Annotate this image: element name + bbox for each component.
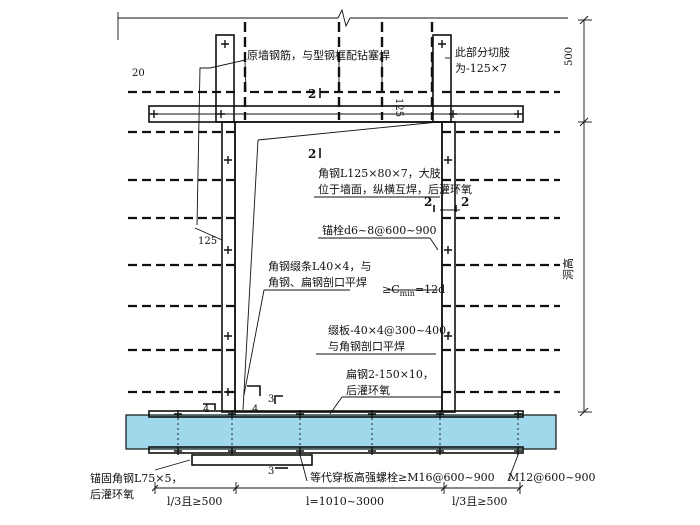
bottom-dimension <box>151 482 524 494</box>
label-flat-steel-1: 扁钢2-150×10， <box>346 368 434 381</box>
label-flat-steel-2: 后灌环氧 <box>346 383 390 397</box>
dim-right-text: l/3且≥500 <box>452 495 507 508</box>
label-batten-2: 角钢、扁钢剖口平焊 <box>268 275 367 289</box>
label-dim-125-left: 125 <box>198 236 217 247</box>
label-cut-leg-1: 此部分切肢 <box>455 45 510 59</box>
right-dimension <box>578 15 592 417</box>
label-cmin-sub: min <box>400 289 415 298</box>
bottom-dimension-texts: l/3且≥500 l=1010~3000 l/3且≥500 <box>167 495 507 508</box>
annotation-texts: 原墙钢筋，与型钢框配钻塞焊 此部分切肢 为-125×7 角钢L125×80×7，… <box>90 45 595 501</box>
bolt-marks <box>150 40 522 396</box>
section-4-right: 4 <box>252 404 258 415</box>
section-3-top: 3 <box>268 394 274 405</box>
section-2-top: 2 <box>308 87 316 101</box>
label-dim-500: 500 <box>564 47 575 66</box>
wall-rebars <box>128 90 560 394</box>
label-original-rebar: 原墙钢筋，与型钢框配钻塞焊 <box>247 48 390 62</box>
section-2-mid: 2 <box>308 147 316 161</box>
label-dim-125-top: 125 <box>393 98 404 117</box>
section-3-bottom: 3 <box>268 466 274 477</box>
section-cut-marks <box>203 88 457 469</box>
label-dim-20: 20 <box>132 68 145 79</box>
section-2-right-a: 2 <box>424 195 432 209</box>
dim-center-text: l=1010~3000 <box>306 495 384 508</box>
label-plate-2: 与角钢剖口平焊 <box>328 339 405 353</box>
label-anchor-angle-2: 后灌环氧 <box>90 487 134 501</box>
label-angle-main-1: 角钢L125×80×7，大肢 <box>318 166 441 180</box>
top-break-line <box>117 8 568 40</box>
label-angle-main-2: 位于墙面，纵横互焊，后灌环氧 <box>318 182 472 196</box>
label-anchor-angle-1: 锚固角钢L75×5， <box>90 471 183 485</box>
section-4-left: 4 <box>203 404 209 415</box>
label-cmin-main: ≥C <box>382 283 400 296</box>
label-plate-1: 缀板-40×4@300~400， <box>328 323 457 337</box>
leader-lines <box>154 57 519 482</box>
label-batten-1: 角钢缀条L40×4，与 <box>268 259 372 273</box>
section-2-right-b: 2 <box>461 195 469 209</box>
top-lintel-plate <box>148 105 524 123</box>
section-mark-labels: 2 2 2 2 3 3 4 4 <box>203 87 469 477</box>
label-anchor-bolt: 锚栓d6~8@600~900 <box>322 223 436 237</box>
label-cut-leg-2: 为-125×7 <box>455 62 507 75</box>
side-angles <box>221 121 456 413</box>
dim-left-text: l/3且≥500 <box>167 495 222 508</box>
label-m12: M12@600~900 <box>508 471 595 484</box>
label-cmin-tail: =12d <box>415 283 445 296</box>
label-dim-height: 洞高 <box>561 258 575 280</box>
bottom-sill <box>125 410 557 466</box>
label-hs-bolt: 等代穿板高强螺栓≥M16@600~900 <box>310 470 495 484</box>
label-cmin: ≥Cmin=12d <box>382 283 445 298</box>
